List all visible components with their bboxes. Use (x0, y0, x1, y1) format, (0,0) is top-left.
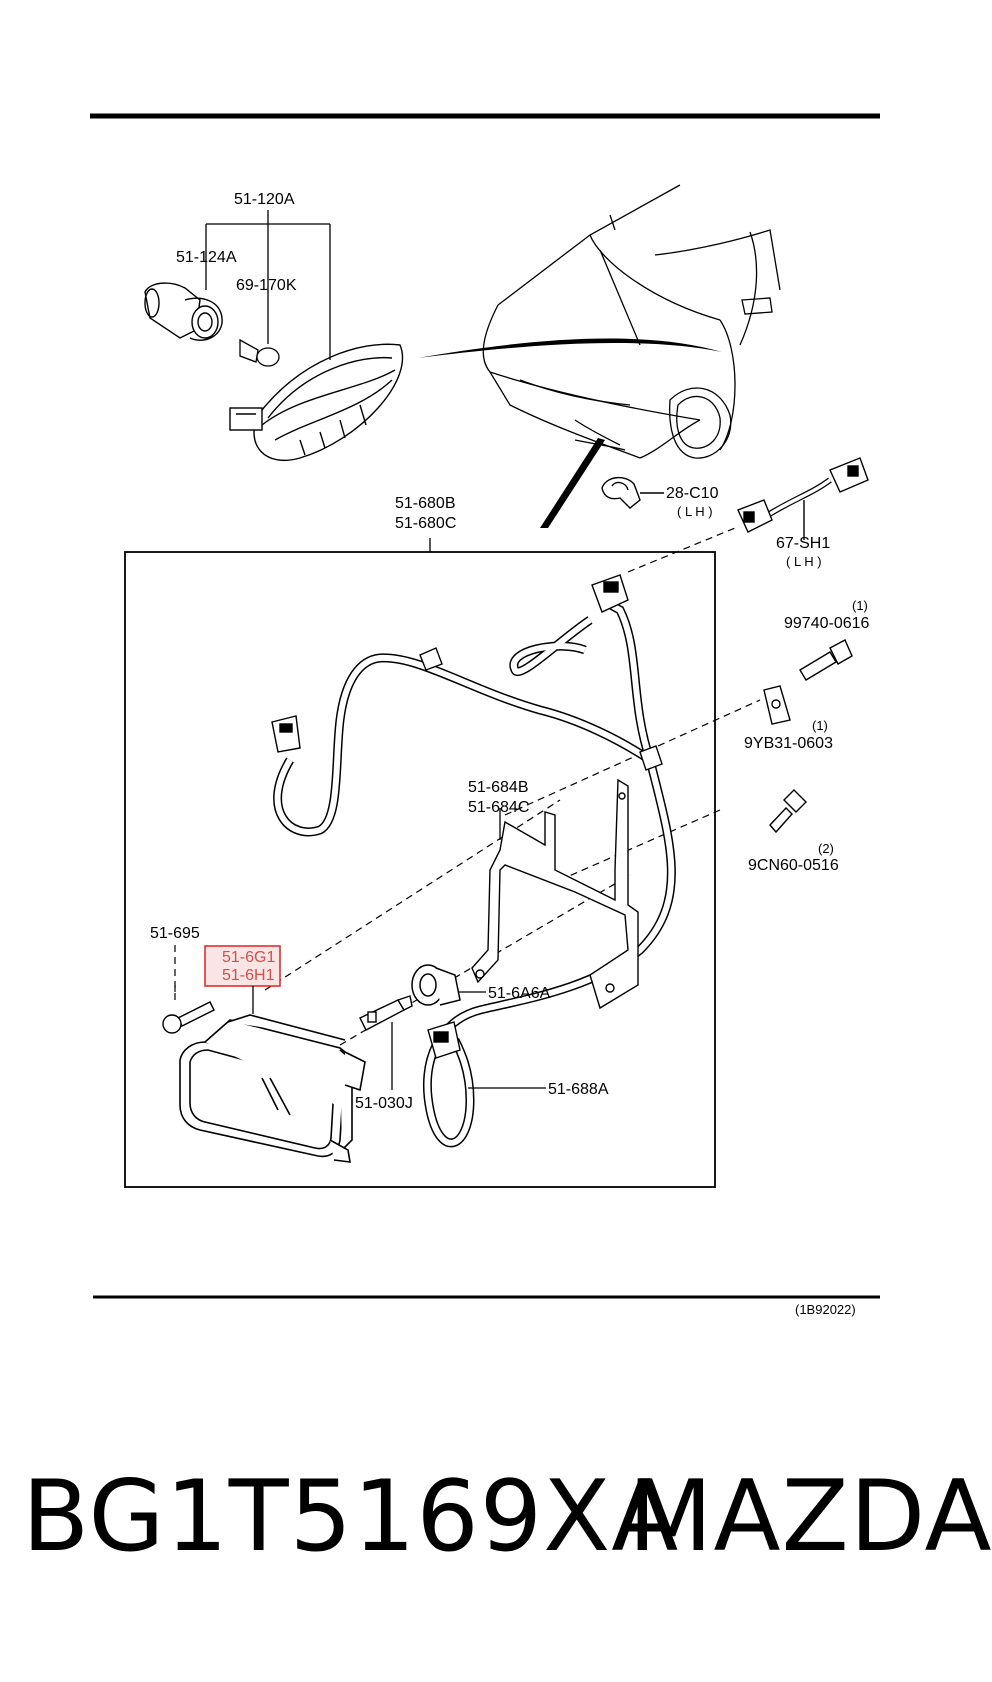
callout-51-120a (205, 210, 331, 360)
label-51-684c: 51-684C (468, 799, 529, 816)
highlight-box (204, 945, 281, 987)
label-51-120a: 51-120A (234, 191, 295, 208)
leader-fog-lamp (540, 438, 605, 528)
clip-28-c10 (601, 477, 664, 509)
screw-9cn60-0516 (769, 789, 807, 834)
label-51-695: 51-695 (150, 925, 200, 942)
label-51-680b: 51-680B (395, 495, 456, 512)
label-51-6g1: 51-6G1 (222, 949, 275, 966)
bulb-socket (144, 282, 223, 341)
label-51-124a: 51-124A (176, 249, 237, 266)
label-99740-qty: (1) (852, 598, 868, 613)
label-69-170k: 69-170K (236, 277, 297, 294)
label-67-sh1: 67-SH1 (776, 535, 830, 552)
leader-side-marker (418, 338, 722, 358)
screw-51-695 (162, 1001, 215, 1034)
label-9cn60-qty: (2) (818, 841, 834, 856)
screw-99740-0616 (799, 639, 853, 681)
diagram-code: (1B92022) (795, 1302, 856, 1317)
label-9yb31-qty: (1) (812, 718, 828, 733)
label-67-sh1-lh: ( L H ) (786, 554, 822, 569)
label-51-030j: 51-030J (355, 1095, 413, 1112)
fog-bulb-51-030j (359, 995, 413, 1031)
fog-lamp-unit (179, 1014, 366, 1163)
car-outline (482, 184, 781, 459)
label-28-c10-lh: ( L H ) (677, 504, 713, 519)
side-marker-lamp (229, 343, 404, 461)
label-51-680c: 51-680C (395, 515, 456, 532)
bracket-51-684 (471, 778, 639, 1010)
label-51-684b: 51-684B (468, 779, 529, 796)
nut-9yb31-0603 (763, 685, 791, 725)
label-51-688a: 51-688A (548, 1081, 609, 1098)
label-9yb31: 9YB31-0603 (744, 735, 833, 752)
fog-lamp-kit-box (124, 551, 716, 1188)
part-number: BG1T5169XA (22, 1460, 680, 1574)
label-99740: 99740-0616 (784, 615, 870, 632)
harness-67-sh1 (737, 457, 869, 540)
socket-51-6a6a (411, 964, 461, 1006)
brand-name: MAZDA (628, 1460, 992, 1574)
wedge-bulb (239, 338, 280, 367)
harness-connectors (271, 574, 663, 1059)
label-51-6a6a: 51-6A6A (488, 985, 551, 1002)
label-51-6h1: 51-6H1 (222, 967, 275, 984)
label-9cn60: 9CN60-0516 (748, 857, 839, 874)
label-28-c10: 28-C10 (666, 485, 719, 502)
